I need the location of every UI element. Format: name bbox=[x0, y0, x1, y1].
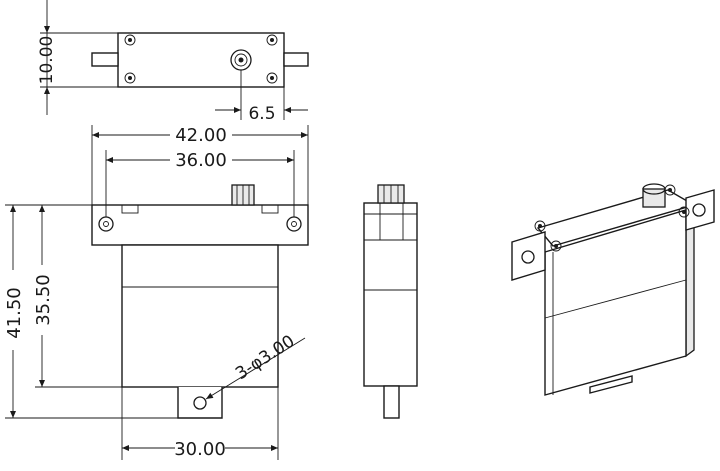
dim-overall-height: 41.50 bbox=[4, 287, 25, 339]
side-view bbox=[363, 184, 418, 419]
dim-top-height: 10.00 bbox=[37, 36, 57, 85]
side-boss bbox=[383, 385, 400, 419]
dim-mount-spacing: 36.00 bbox=[175, 150, 227, 171]
mounting-flange bbox=[91, 204, 309, 246]
bottom-boss bbox=[177, 387, 223, 419]
top-view-screws bbox=[124, 34, 278, 84]
iso-front-face bbox=[544, 209, 687, 396]
side-body bbox=[363, 202, 418, 387]
isometric-view bbox=[511, 183, 715, 396]
dim-body-width: 30.00 bbox=[174, 439, 226, 460]
front-view bbox=[5, 125, 309, 460]
iso-tab-left bbox=[511, 231, 546, 281]
top-view-left-tab bbox=[91, 52, 119, 67]
iso-tab-right bbox=[685, 189, 715, 231]
dim-spline-offset: 6.5 bbox=[248, 104, 275, 124]
dim-overall-width: 42.00 bbox=[175, 125, 227, 146]
dim-body-height: 35.50 bbox=[33, 274, 54, 326]
iso-spline bbox=[642, 188, 666, 208]
front-body bbox=[121, 244, 279, 388]
top-view-body bbox=[117, 32, 285, 88]
boss-hole bbox=[193, 396, 207, 410]
top-view bbox=[40, 0, 309, 120]
top-view-right-tab bbox=[283, 52, 309, 67]
